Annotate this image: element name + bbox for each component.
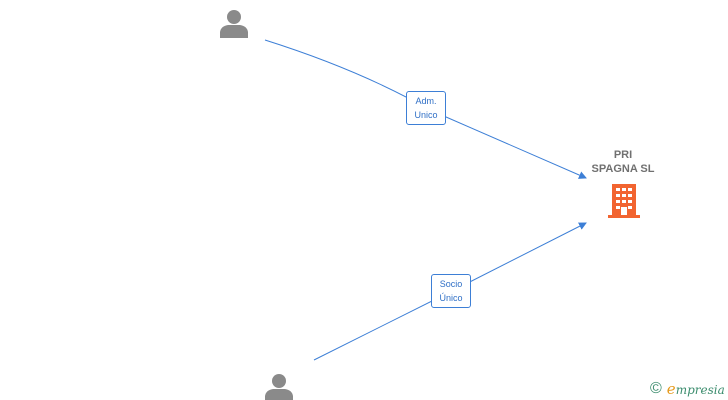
brand-initial: e: [666, 379, 676, 398]
copyright-icon: ©: [650, 380, 662, 397]
edge-label-line1: Adm.: [415, 96, 437, 106]
brand-footer[interactable]: © empresia: [650, 380, 725, 398]
company-name[interactable]: PRI SPAGNA SL: [578, 148, 668, 176]
person-icon[interactable]: [219, 8, 249, 38]
brand-logo: empresia: [667, 380, 725, 399]
company-name-line2: SPAGNA SL: [591, 163, 655, 175]
company-name-line1: PRI: [613, 149, 633, 161]
edge-label-socio[interactable]: Socio Único: [431, 274, 471, 308]
person-icon[interactable]: [264, 372, 294, 400]
building-icon[interactable]: [608, 184, 640, 223]
edge-label-line1: Socio: [439, 279, 463, 289]
edge-label-line2: Unico: [414, 110, 438, 120]
edge-label-line2: Único: [439, 293, 463, 303]
edge-label-admin[interactable]: Adm. Unico: [406, 91, 446, 125]
brand-name: mpresia: [675, 382, 725, 397]
